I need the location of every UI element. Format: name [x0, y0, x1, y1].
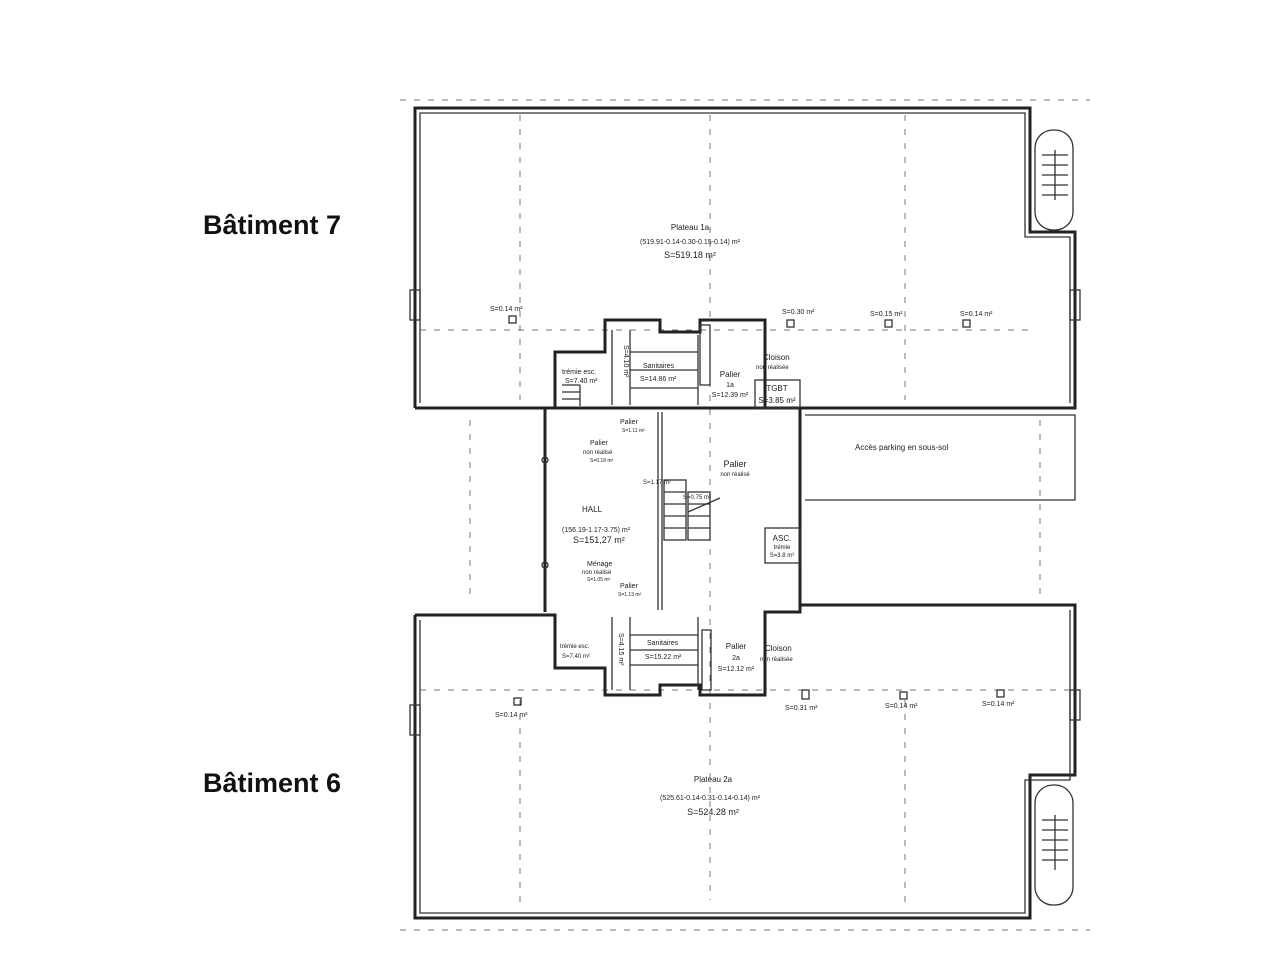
palier-area: S=12.12 m² [718, 666, 755, 673]
sanitaires-area: S=14.86 m² [640, 376, 677, 383]
plateau-2a-calc: (525.61-0.14-0.31-0.14-0.14) m² [660, 795, 761, 802]
column-area: S=0.14 m² [490, 306, 523, 313]
stair-area: S=1.17 m² [643, 480, 671, 486]
plateau-1a-area: S=519.18 m² [664, 250, 716, 260]
column-area: S=0.14 m² [982, 701, 1015, 708]
tgbt-area: S=3.85 m² [758, 396, 795, 405]
palier-2-area: S=1.13 m² [618, 592, 642, 598]
cloison-sub: non réalisée [760, 657, 793, 663]
grid-lines [400, 99, 1090, 931]
menage-area: S=1.05 m² [587, 577, 611, 583]
cloison-label: Cloison [765, 644, 792, 653]
tremie-area: S=7.40 m² [565, 378, 598, 385]
cloison-label: Cloison [763, 353, 790, 362]
menage-sub: non réalisé [582, 570, 612, 576]
palier-small-name: Palier [620, 419, 639, 426]
center-palier-sub: non réalisé [720, 472, 750, 478]
tremie-area: S=7.40 m² [562, 654, 590, 660]
asc-name: ASC. [773, 534, 792, 543]
building-6-labels: trémie esc. S=7.40 m² S=4.15 m² Sanitair… [495, 633, 1015, 817]
stair-area-2: S=0.75 m² [683, 495, 711, 501]
plateau-1a-name: Plateau 1a [671, 223, 710, 232]
building-6-walls [409, 603, 1081, 920]
palier-nr-name: Palier [590, 440, 609, 447]
column-area: S=0.30 m² [782, 309, 815, 316]
column-area: S=0.14 m² [885, 703, 918, 710]
menage-name: Ménage [587, 561, 612, 568]
column-markers [508, 315, 1005, 706]
tgbt-name: TGBT [766, 384, 787, 393]
center-palier-name: Palier [723, 459, 746, 469]
palier-small-area: S=1.11 m² [622, 428, 645, 434]
sanitaires-name: Sanitaires [643, 363, 675, 370]
hall-name: HALL [582, 505, 603, 514]
plateau-2a-area: S=524.28 m² [687, 807, 739, 817]
asc-area: S=3.8 m² [770, 553, 795, 559]
column-area: S=0.15 m² [870, 311, 903, 318]
building-6-label: Bâtiment 6 [203, 768, 342, 798]
gaine-area: S=4.15 m² [617, 633, 624, 666]
palier-num: 2a [732, 655, 740, 662]
column-area: S=0.14 m² [495, 712, 528, 719]
parking-access-label: Accès parking en sous-sol [855, 443, 949, 452]
palier-name: Palier [720, 370, 741, 379]
palier-name: Palier [726, 642, 747, 651]
palier-2-name: Palier [620, 583, 639, 590]
hall-labels: Palier S=1.11 m² Palier non réalisé S=0.… [562, 419, 949, 598]
column-area: S=0.31 m² [785, 705, 818, 712]
hall-walls [541, 408, 1076, 612]
palier-num: 1a [726, 382, 734, 389]
palier-nr-sub: non réalisé [583, 450, 613, 456]
plateau-2a-name: Plateau 2a [694, 775, 733, 784]
palier-area: S=12.39 m² [712, 392, 749, 399]
hall-area: S=151,27 m² [573, 535, 625, 545]
cloison-sub: non réalisée [756, 365, 789, 371]
sanitaires-area: S=15.22 m² [645, 654, 682, 661]
tremie-name: trémie esc. [560, 644, 590, 650]
building-7-label: Bâtiment 7 [203, 210, 342, 240]
gaine-area: S=4.10 m² [622, 345, 629, 378]
sanitaires-name: Sanitaires [647, 640, 679, 647]
palier-nr-area: S=0.18 m² [590, 458, 614, 464]
plateau-1a-calc: (519.91-0.14-0.30-0.15-0.14) m² [640, 239, 741, 246]
tremie-name: trémie esc. [562, 369, 596, 376]
building-7-labels: Plateau 1a (519.91-0.14-0.30-0.15-0.14) … [490, 223, 993, 405]
column-area: S=0.14 m² [960, 311, 993, 318]
building-7-walls [409, 106, 1081, 410]
asc-sub: trémie [774, 545, 791, 551]
hall-calc: (156.19-1.17-3.75) m² [562, 527, 631, 534]
